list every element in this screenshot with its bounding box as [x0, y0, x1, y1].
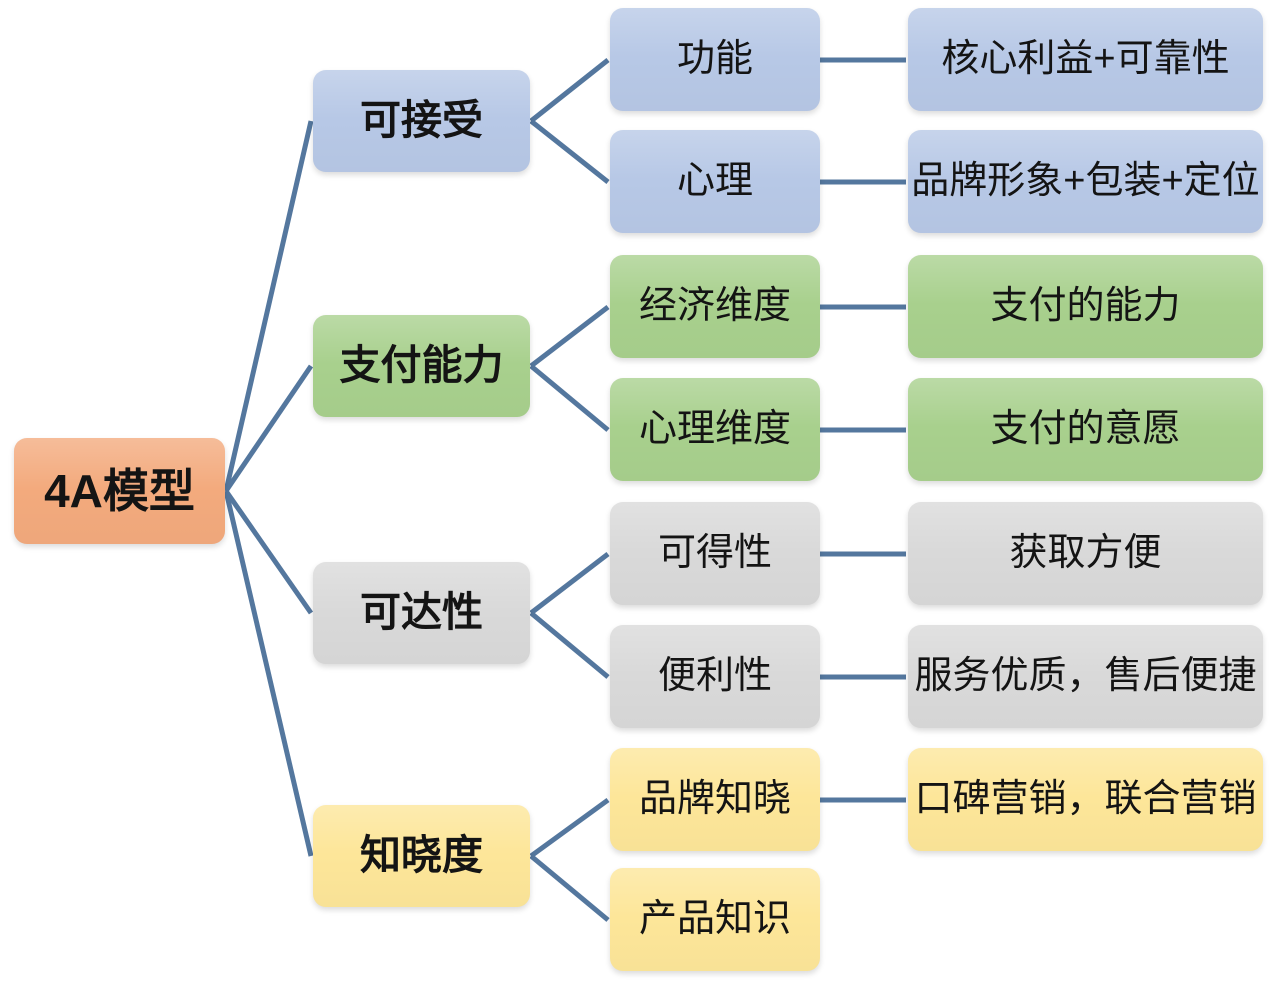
connector-root-awareness	[223, 490, 314, 857]
detail-quality-service: 服务优质，售后便捷	[908, 625, 1263, 728]
detail-payment-willingness: 支付的意愿	[908, 378, 1263, 481]
detail-word-of-mouth-joint-marketing: 口碑营销，联合营销	[908, 748, 1263, 851]
child-brand-awareness: 品牌知晓	[610, 748, 820, 851]
connector-awareness-product	[529, 854, 610, 922]
connector-accessibility-availability	[529, 552, 610, 615]
connector-root-acceptability	[223, 120, 314, 492]
child-product-knowledge: 产品知识	[610, 868, 820, 971]
detail-core-benefit-reliability: 核心利益+可靠性	[908, 8, 1263, 111]
child-availability: 可得性	[610, 502, 820, 605]
child-function: 功能	[610, 8, 820, 111]
connector-accessibility-convenience	[529, 611, 610, 679]
root-node-4a-model: 4A模型	[14, 438, 225, 544]
branch-awareness: 知晓度	[313, 805, 530, 907]
child-psychology: 心理	[610, 130, 820, 233]
connector-acceptability-psychology	[529, 119, 610, 184]
connector-acceptability-function	[529, 58, 610, 123]
connector-awareness-brand	[529, 797, 610, 859]
child-economic-dimension: 经济维度	[610, 255, 820, 358]
connector-affordability-psychological	[529, 364, 610, 432]
child-psychological-dimension: 心理维度	[610, 378, 820, 481]
branch-accessibility: 可达性	[313, 562, 530, 664]
child-convenience: 便利性	[610, 625, 820, 728]
connector-affordability-economic	[529, 305, 610, 368]
branch-acceptability: 可接受	[313, 70, 530, 172]
detail-easy-access: 获取方便	[908, 502, 1263, 605]
connector-root-accessibility	[223, 489, 314, 615]
detail-payment-ability: 支付的能力	[908, 255, 1263, 358]
detail-brand-image-packaging-positioning: 品牌形象+包装+定位	[908, 130, 1263, 233]
branch-affordability: 支付能力	[313, 315, 530, 417]
connector-root-affordability	[223, 364, 314, 493]
